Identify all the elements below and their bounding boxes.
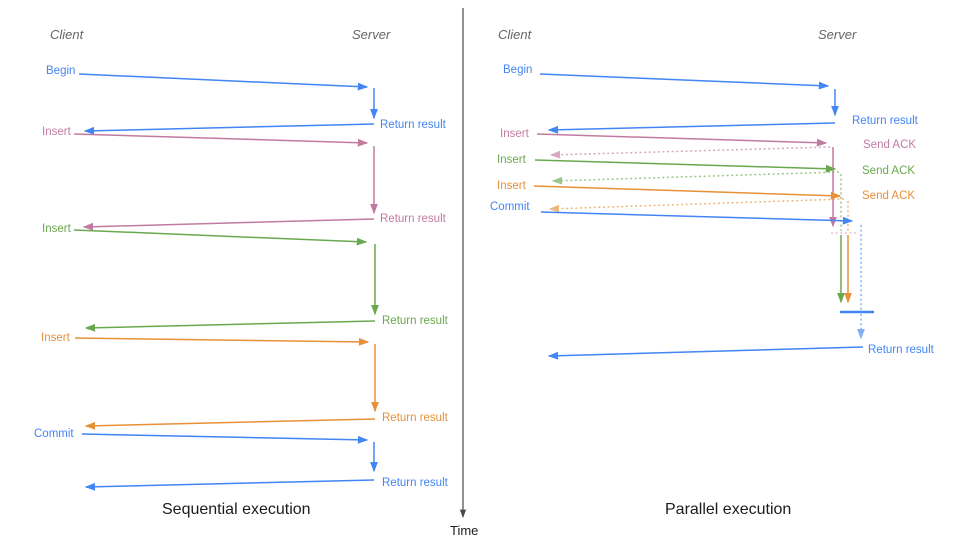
right-op-insert1: Insert	[500, 128, 529, 140]
right-panel-title: Parallel execution	[665, 501, 792, 518]
right-op-insert3: Insert	[497, 180, 526, 192]
left-op-commit: Commit	[34, 428, 74, 440]
right-commit-exchange	[540, 211, 874, 360]
left-client-label: Client	[50, 27, 84, 42]
right-return-begin: Return result	[852, 115, 918, 127]
left-op-insert1: Insert	[42, 126, 71, 138]
left-op-insert3: Insert	[41, 332, 70, 344]
left-op-begin: Begin	[46, 65, 76, 77]
left-begin-exchange	[78, 73, 378, 135]
left-commit-exchange	[81, 433, 378, 491]
right-insert3-exchange	[533, 185, 852, 304]
right-return-commit: Return result	[868, 344, 934, 356]
right-ack-insert1: Send ACK	[863, 139, 917, 151]
right-server-label: Server	[818, 27, 857, 42]
right-insert2-exchange	[534, 159, 845, 304]
right-op-insert2: Insert	[497, 154, 526, 166]
left-insert2-exchange	[73, 229, 379, 332]
right-op-begin: Begin	[503, 64, 533, 76]
time-axis-label: Time	[450, 523, 479, 538]
right-ack-insert2: Send ACK	[862, 165, 916, 177]
left-return-insert1: Return result	[380, 213, 446, 225]
left-return-begin: Return result	[380, 119, 446, 131]
left-return-commit: Return result	[382, 477, 448, 489]
left-panel-title: Sequential execution	[162, 501, 311, 518]
right-client-label: Client	[498, 27, 532, 42]
left-insert1-exchange	[73, 133, 378, 231]
right-ack-insert3: Send ACK	[862, 190, 916, 202]
left-insert3-exchange	[74, 337, 379, 430]
left-return-insert3: Return result	[382, 412, 448, 424]
right-op-commit: Commit	[490, 201, 530, 213]
left-server-label: Server	[352, 27, 391, 42]
right-insert1-exchange	[536, 133, 857, 234]
left-op-insert2: Insert	[42, 223, 71, 235]
left-return-insert2: Return result	[382, 315, 448, 327]
right-begin-exchange	[539, 73, 839, 134]
